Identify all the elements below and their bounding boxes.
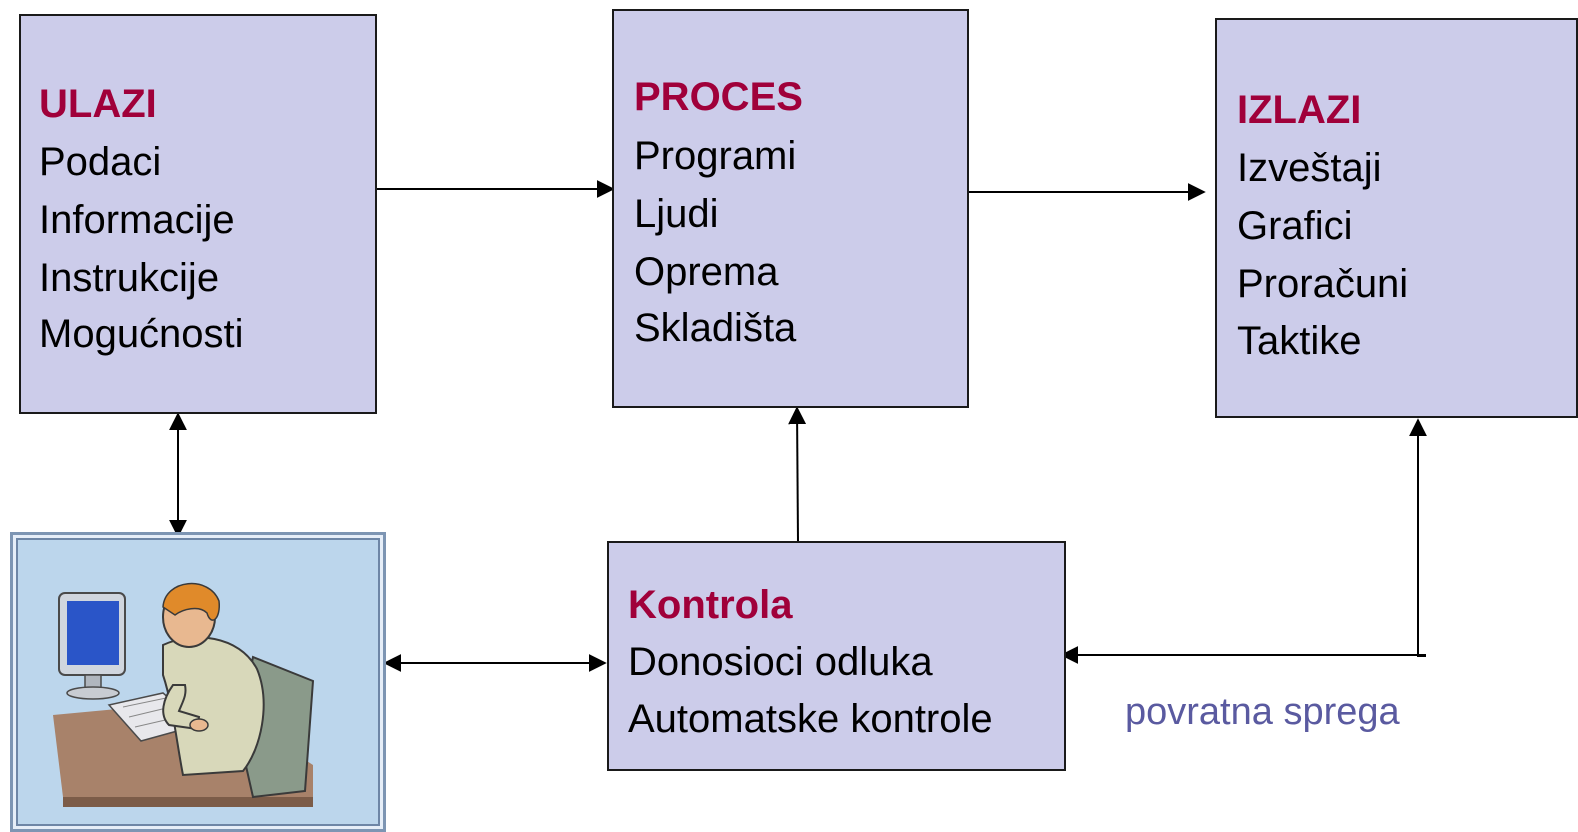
control-item: Donosioci odluka xyxy=(628,640,933,684)
outputs-item: Taktike xyxy=(1237,319,1362,363)
process-box: PROCES Programi Ljudi Oprema Skladišta xyxy=(612,9,969,408)
inputs-title: ULAZI xyxy=(39,82,157,126)
process-title: PROCES xyxy=(634,75,803,119)
outputs-item: Izveštaji xyxy=(1237,146,1382,190)
process-item: Programi xyxy=(634,134,797,178)
illustration-frame xyxy=(10,532,386,832)
process-item: Oprema xyxy=(634,250,779,294)
inputs-item: Instrukcije xyxy=(39,256,220,300)
outputs-title: IZLAZI xyxy=(1237,88,1362,132)
inputs-box: ULAZI Podaci Informacije Instrukcije Mog… xyxy=(19,14,377,414)
inputs-item: Informacije xyxy=(39,198,235,242)
outputs-item: Proračuni xyxy=(1237,262,1409,306)
control-box: Kontrola Donosioci odluka Automatske kon… xyxy=(607,541,1066,771)
process-item: Ljudi xyxy=(634,192,719,236)
person-at-computer-icon xyxy=(53,582,315,807)
outputs-box: IZLAZI Izveštaji Grafici Proračuni Takti… xyxy=(1215,18,1578,418)
inputs-item: Mogućnosti xyxy=(39,312,244,356)
feedback-label: povratna sprega xyxy=(1125,691,1400,733)
control-item: Automatske kontrole xyxy=(628,697,993,741)
process-item: Skladišta xyxy=(634,306,797,350)
arrow-control-to-process xyxy=(788,406,807,543)
inputs-item: Podaci xyxy=(39,140,162,184)
arrow-feedback-to-outputs xyxy=(1409,418,1427,657)
outputs-item: Grafici xyxy=(1237,204,1353,248)
control-title: Kontrola xyxy=(628,583,793,627)
